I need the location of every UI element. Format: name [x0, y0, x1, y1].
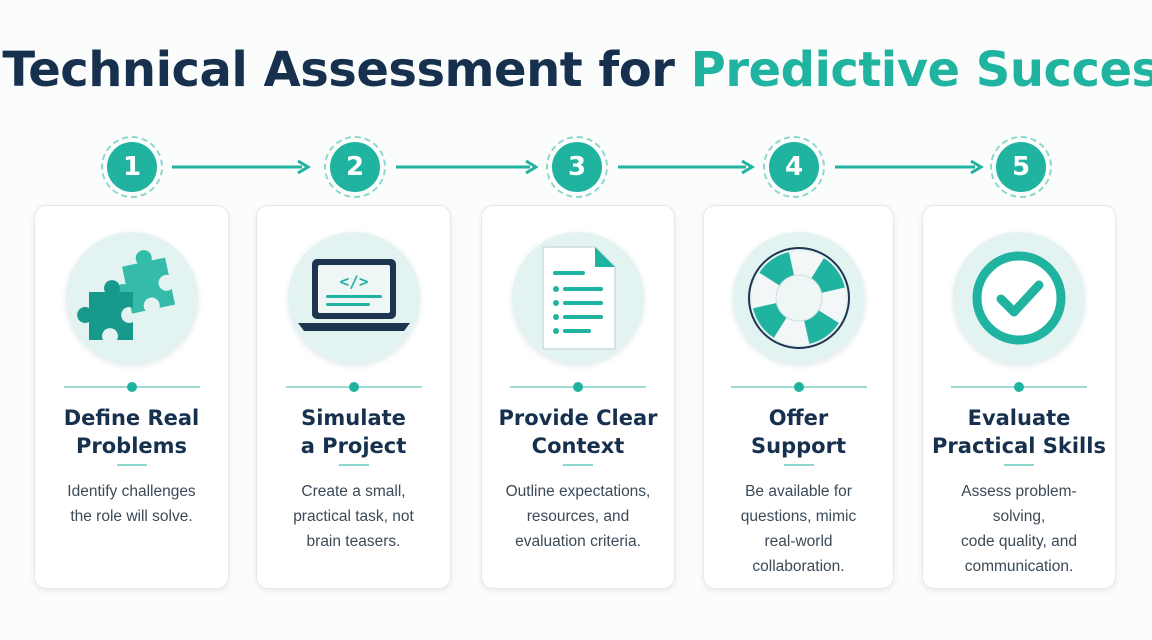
arrow-right-icon: [172, 159, 314, 175]
divider: [285, 382, 422, 392]
card-title: Evaluate Practical Skills: [932, 406, 1106, 458]
document-icon: [512, 232, 644, 364]
card-title: Define Real Problems: [63, 406, 200, 458]
title-underline: [783, 464, 814, 466]
card-description: Identify challenges the role will solve.: [67, 483, 196, 525]
step-badge-5: 5: [990, 136, 1052, 198]
step-card-1: Define Real Problems Identify challenges…: [34, 205, 229, 589]
card-title: Offer Support: [751, 406, 846, 458]
step-number: 5: [996, 142, 1046, 192]
step-card-3: Provide Clear Context Outline expectatio…: [481, 205, 675, 589]
step-card-5: Evaluate Practical Skills Assess problem…: [922, 205, 1116, 589]
page-title: Technical Assessment for Predictive Succ…: [0, 42, 1152, 98]
step-card-4: Offer Support Be available for questions…: [703, 205, 894, 589]
divider: [951, 382, 1087, 392]
card-title: Simulate a Project: [300, 406, 407, 458]
card-description: Outline expectations, resources, and eva…: [505, 483, 651, 550]
title-underline: [563, 464, 593, 466]
divider: [63, 382, 200, 392]
arrow-right-icon: [835, 159, 985, 175]
title-part-1: Technical Assessment for: [2, 42, 691, 98]
step-number: 4: [769, 142, 819, 192]
laptop-code-icon: </>: [287, 232, 420, 364]
divider: [730, 382, 867, 392]
title-part-2: Predictive Success: [690, 42, 1152, 98]
step-number: 1: [107, 142, 157, 192]
svg-text:</>: </>: [339, 272, 368, 291]
step-badge-3: 3: [546, 136, 608, 198]
arrow-right-icon: [618, 159, 756, 175]
title-underline: [116, 464, 147, 466]
step-number: 3: [552, 142, 602, 192]
title-underline: [1004, 464, 1034, 466]
divider: [510, 382, 646, 392]
step-badge-4: 4: [763, 136, 825, 198]
card-description: Create a small, practical task, not brai…: [293, 483, 414, 550]
title-underline: [338, 464, 369, 466]
card-description: Assess problem-solving, code quality, an…: [960, 483, 1078, 575]
card-description: Be available for questions, mimic real-w…: [740, 483, 857, 575]
arrow-right-icon: [396, 159, 538, 175]
checkmark-circle-icon: [953, 232, 1085, 364]
step-badge-2: 2: [324, 136, 386, 198]
step-badge-1: 1: [101, 136, 163, 198]
card-title: Provide Clear Context: [498, 406, 658, 458]
puzzle-icon: [65, 232, 198, 364]
step-number: 2: [330, 142, 380, 192]
lifebuoy-icon: [732, 232, 865, 364]
step-card-2: </> Simulate a Project Create a small, p…: [256, 205, 451, 589]
